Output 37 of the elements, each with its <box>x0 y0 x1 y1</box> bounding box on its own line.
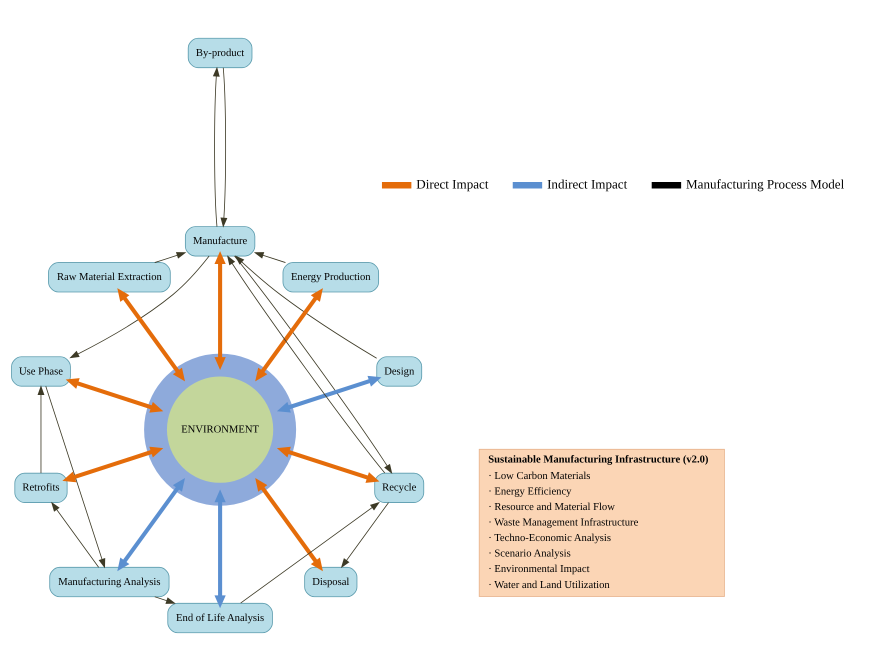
arrow <box>117 478 185 571</box>
arrow <box>212 66 220 226</box>
arrow <box>214 250 226 370</box>
arrow <box>51 501 100 568</box>
arrow <box>117 288 185 381</box>
arrow <box>340 502 389 568</box>
arrow <box>38 384 44 474</box>
arrow <box>214 488 226 608</box>
arrow <box>220 66 228 228</box>
node-box: Retrofits <box>14 472 68 502</box>
node-box: Sustainable Manufacturing Infrastructure (v2.0) · Low Carbon Materials · Energy Efficiency · Resource and Material Flow · Waste Management Infrastructure · Techno-Economic Analysis · Scenario Analysis · Environmental Impact · Water and Land Utilization <box>478 448 725 596</box>
arrow <box>276 375 382 412</box>
node-box: Recycle <box>374 472 424 502</box>
arrow <box>66 378 164 412</box>
node-box: Energy Production <box>282 262 380 292</box>
arrow <box>69 255 210 358</box>
arrow <box>255 477 323 571</box>
arrow <box>154 596 176 604</box>
node-box: By-product <box>188 37 252 68</box>
node-box: End of Life Analysis <box>167 602 273 633</box>
arrow <box>62 446 164 482</box>
arrow <box>45 385 106 568</box>
node-box: Design <box>376 356 422 386</box>
node-circle: ENVIRONMENT <box>144 353 296 506</box>
node-box: Disposal <box>304 566 358 597</box>
arrow <box>255 288 323 381</box>
node-box: Raw Material Extraction <box>48 262 171 292</box>
arrow <box>254 252 286 262</box>
arrow <box>154 252 186 262</box>
node-box: Use Phase <box>11 356 71 386</box>
node-box: Manufacture <box>184 226 256 256</box>
arrow <box>276 446 380 482</box>
legend-label: Indirect Impact <box>547 176 628 191</box>
arrow <box>240 501 380 603</box>
legend-label: Direct Impact <box>416 176 488 191</box>
node-box: Manufacturing Analysis <box>49 566 170 597</box>
legend-label: Manufacturing Process Model <box>686 176 844 191</box>
